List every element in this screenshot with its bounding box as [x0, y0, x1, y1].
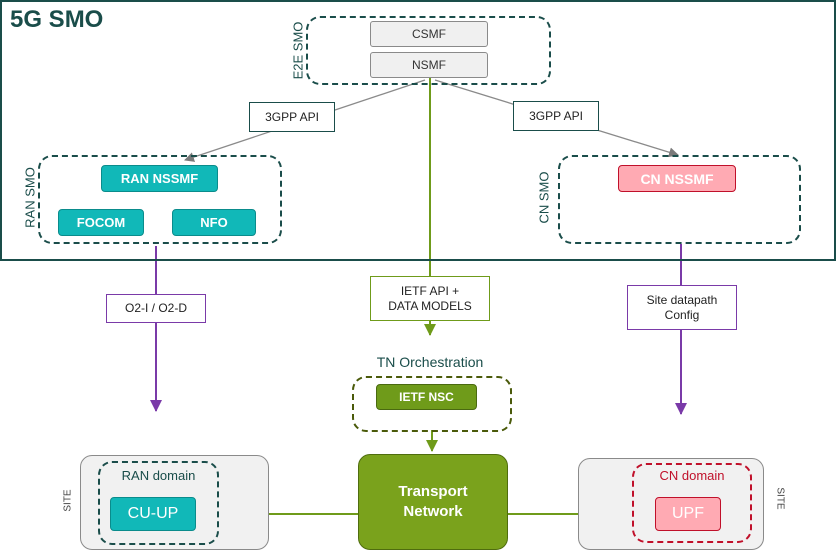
cn-domain-title: CN domain	[659, 468, 725, 483]
cn-nssmf-box[interactable]: CN NSSMF	[618, 165, 736, 192]
e2e-smo-label: E2E SMO	[290, 21, 306, 80]
site-datapath-line-1: Site datapath	[646, 292, 718, 307]
ietf-api-label: IETF API + DATA MODELS	[370, 276, 490, 321]
ran-smo-group	[38, 155, 282, 244]
cn-site-label: SITE	[774, 487, 786, 510]
smo-title: 5G SMO	[10, 6, 104, 33]
site-datapath-config-label: Site datapath Config	[627, 285, 737, 330]
tn-orchestration-group	[352, 376, 512, 432]
ietf-api-line-2: DATA MODELS	[388, 298, 472, 313]
ran-domain-title: RAN domain	[121, 468, 196, 483]
3gpp-api-right-label: 3GPP API	[513, 101, 599, 131]
upf-box[interactable]: UPF	[655, 497, 721, 531]
transport-network-box[interactable]: Transport Network	[358, 454, 508, 550]
transport-line-2: Network	[403, 503, 463, 520]
cu-up-box[interactable]: CU-UP	[110, 497, 196, 531]
cn-domain-group	[632, 463, 752, 543]
ran-domain-group	[98, 461, 219, 545]
transport-line-1: Transport	[398, 483, 468, 500]
smo-frame	[0, 0, 836, 261]
ran-site-label: SITE	[62, 489, 74, 512]
tn-orchestration-title: TN Orchestration	[376, 354, 484, 370]
csmf-box[interactable]: CSMF	[370, 21, 488, 47]
ietf-nsc-box[interactable]: IETF NSC	[376, 384, 477, 410]
nsmf-box[interactable]: NSMF	[370, 52, 488, 78]
site-datapath-line-2: Config	[664, 307, 700, 322]
3gpp-api-left-label: 3GPP API	[249, 102, 335, 132]
focom-box[interactable]: FOCOM	[58, 209, 144, 236]
e2e-smo-group	[306, 16, 551, 85]
ran-smo-label: RAN SMO	[22, 167, 38, 228]
cn-smo-group	[558, 155, 801, 244]
o2-api-label: O2-I / O2-D	[106, 294, 206, 323]
cn-smo-label: CN SMO	[536, 171, 552, 224]
ran-nssmf-box[interactable]: RAN NSSMF	[101, 165, 218, 192]
nfo-box[interactable]: NFO	[172, 209, 256, 236]
ietf-api-line-1: IETF API +	[400, 283, 460, 298]
